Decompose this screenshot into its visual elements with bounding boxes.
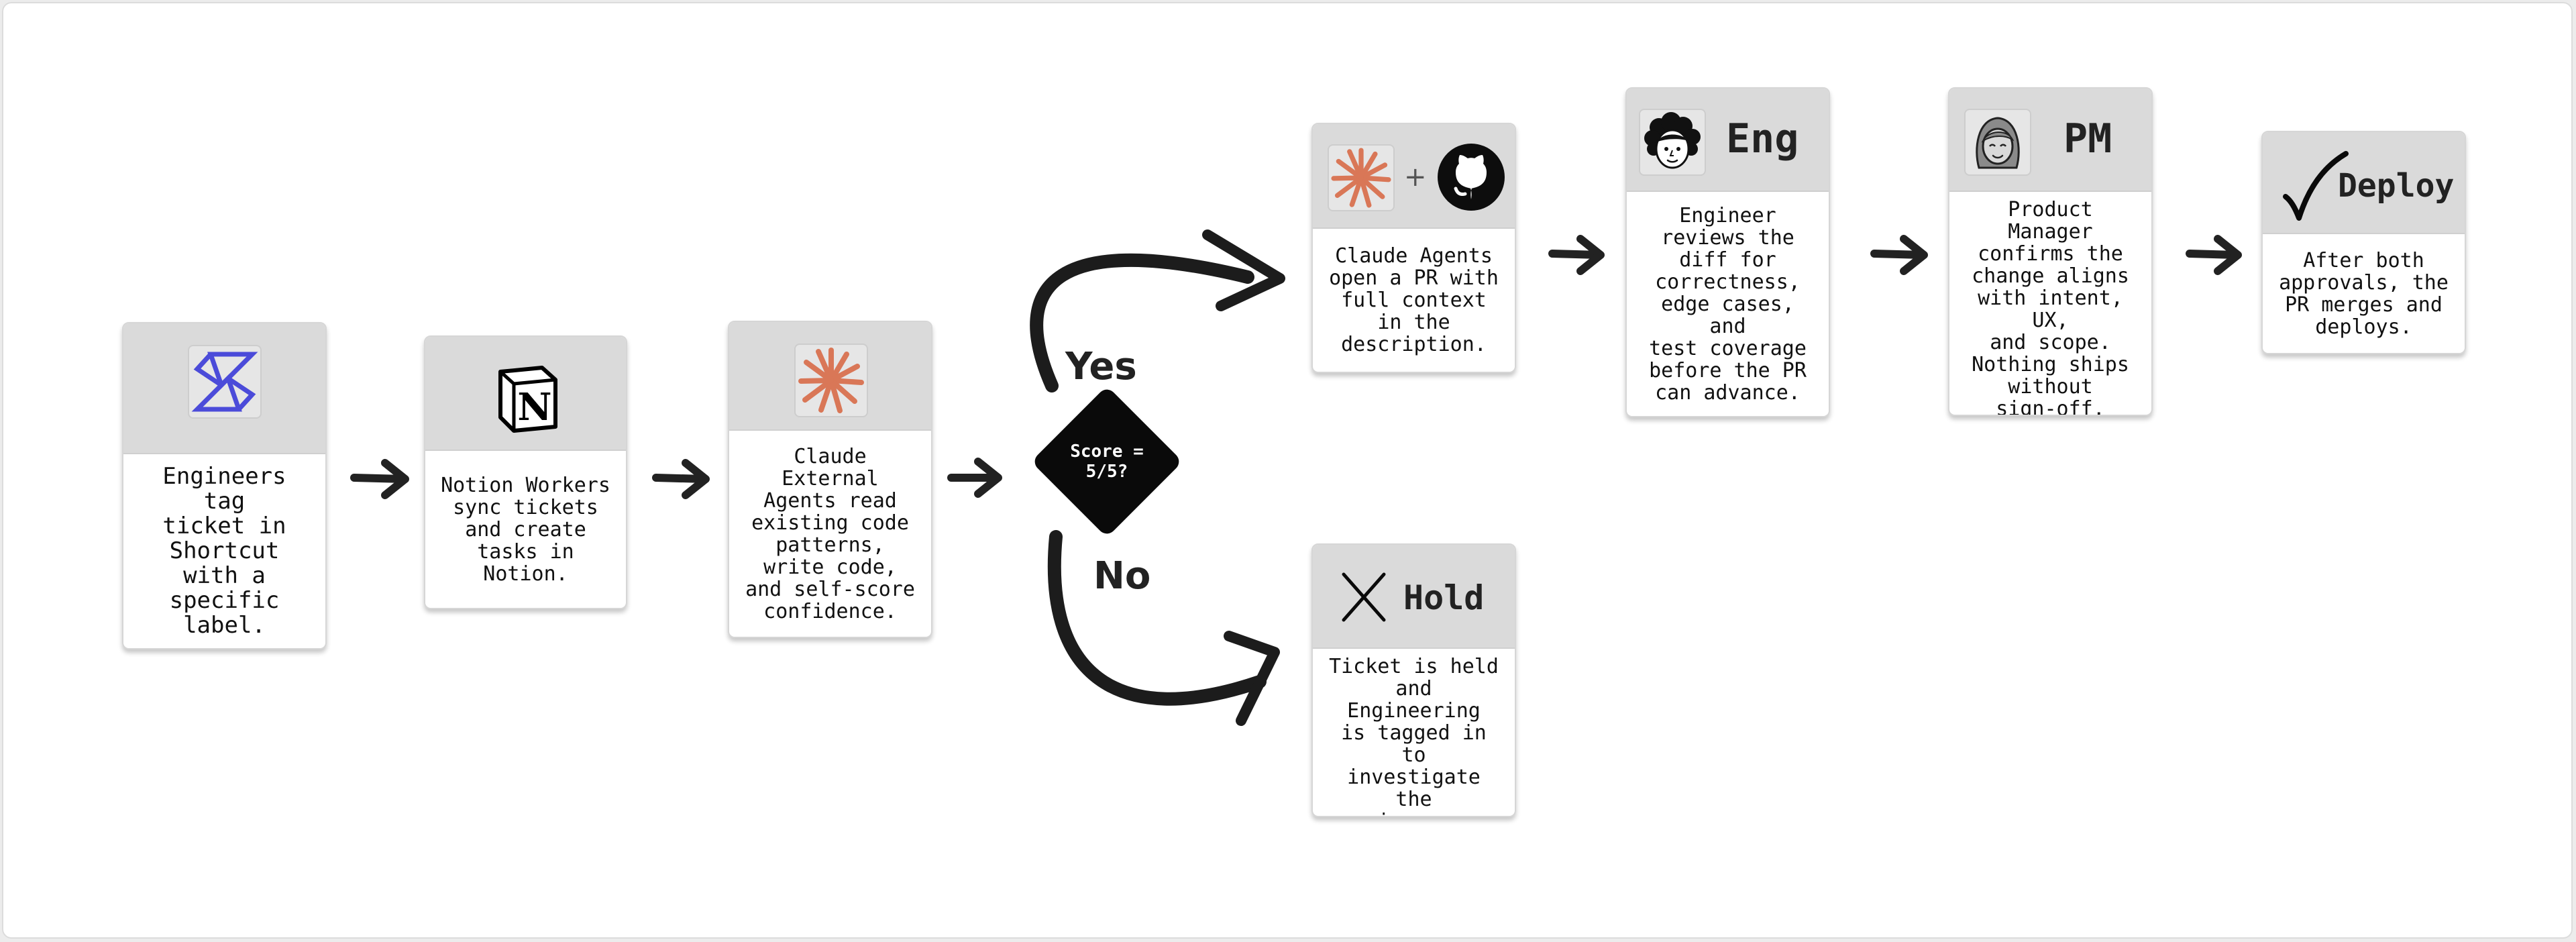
card-eng: Eng Engineer reviews the diff for correc… — [1625, 87, 1830, 417]
card-hold-body: Ticket is held and Engineering is tagged… — [1313, 649, 1515, 816]
card-hold-header: Hold — [1313, 545, 1515, 649]
eng-role-label: Eng — [1726, 115, 1799, 162]
card-hold: Hold Ticket is held and Engineering is t… — [1311, 543, 1516, 817]
card-deploy: Deploy After both approvals, the PR merg… — [2261, 131, 2466, 354]
arrow-agents-to-decision — [947, 458, 1002, 498]
svg-text:N: N — [517, 385, 551, 429]
yes-curve-arrow — [1030, 253, 1254, 392]
arrow-notion-to-agents — [652, 459, 710, 499]
hold-role-label: Hold — [1403, 578, 1485, 617]
card-shortcut-header — [123, 323, 325, 454]
card-agents: Claude External Agents read existing cod… — [728, 321, 932, 638]
no-curve-arrow — [1047, 530, 1267, 706]
arrow-pm-to-deploy — [2186, 235, 2242, 275]
card-hold-text: Ticket is held and Engineering is tagged… — [1329, 655, 1499, 816]
card-eng-body: Engineer reviews the diff for correctnes… — [1627, 192, 1829, 416]
card-pm: PM Product Manager confirms the change a… — [1948, 87, 2153, 416]
engineer-avatar-icon — [1644, 112, 1701, 169]
card-pm-text: Product Manager confirms the change alig… — [1972, 198, 2129, 416]
notion-logo-icon: N — [498, 366, 557, 433]
checkmark-icon — [2283, 151, 2349, 221]
arrow-shortcut-to-notion — [350, 459, 409, 499]
card-shortcut-body: Engineers tag ticket in Shortcut with a … — [123, 454, 325, 648]
card-agents-header — [729, 322, 931, 431]
product-manager-avatar-icon — [1976, 117, 2020, 169]
arrow-pr-to-eng — [1548, 235, 1605, 275]
arrow-eng-to-pm — [1870, 235, 1928, 275]
shortcut-logo-icon — [191, 352, 258, 412]
plus-icon: + — [1404, 162, 1427, 193]
card-shortcut-text: Engineers tag ticket in Shortcut with a … — [162, 463, 286, 639]
deploy-role-label: Deploy — [2338, 167, 2455, 205]
card-pm-header: PM — [1949, 89, 2151, 192]
card-pr: + Claude Agents open a PR with full cont… — [1311, 123, 1516, 373]
card-pr-body: Claude Agents open a PR with full contex… — [1313, 229, 1515, 372]
pm-role-label: PM — [2063, 115, 2112, 162]
card-notion: N Notion Workers sync tickets and create… — [424, 335, 627, 609]
no-label: No — [1093, 554, 1151, 598]
card-pr-header: + — [1313, 124, 1515, 229]
claude-logo-icon — [798, 348, 864, 413]
card-shortcut: Engineers tag ticket in Shortcut with a … — [122, 322, 327, 649]
claude-logo-icon — [1331, 148, 1391, 208]
card-notion-text: Notion Workers sync tickets and create t… — [441, 473, 610, 586]
yes-label: Yes — [1065, 345, 1137, 388]
card-agents-text: Claude External Agents read existing cod… — [745, 444, 915, 623]
card-deploy-text: After both approvals, the PR merges and … — [2279, 248, 2449, 339]
card-pr-text: Claude Agents open a PR with full contex… — [1329, 244, 1499, 356]
decision-label: Score = 5/5? — [1070, 441, 1144, 482]
card-agents-body: Claude External Agents read existing cod… — [729, 431, 931, 637]
card-deploy-body: After both approvals, the PR merges and … — [2263, 234, 2465, 353]
card-notion-body: Notion Workers sync tickets and create t… — [425, 451, 626, 608]
card-deploy-header: Deploy — [2263, 132, 2465, 234]
card-pm-body: Product Manager confirms the change alig… — [1949, 192, 2151, 416]
x-icon — [1342, 572, 1386, 622]
card-eng-text: Engineer reviews the diff for correctnes… — [1649, 203, 1807, 405]
card-notion-header: N — [425, 337, 626, 451]
github-logo-icon — [1438, 144, 1505, 211]
card-eng-header: Eng — [1627, 89, 1829, 192]
